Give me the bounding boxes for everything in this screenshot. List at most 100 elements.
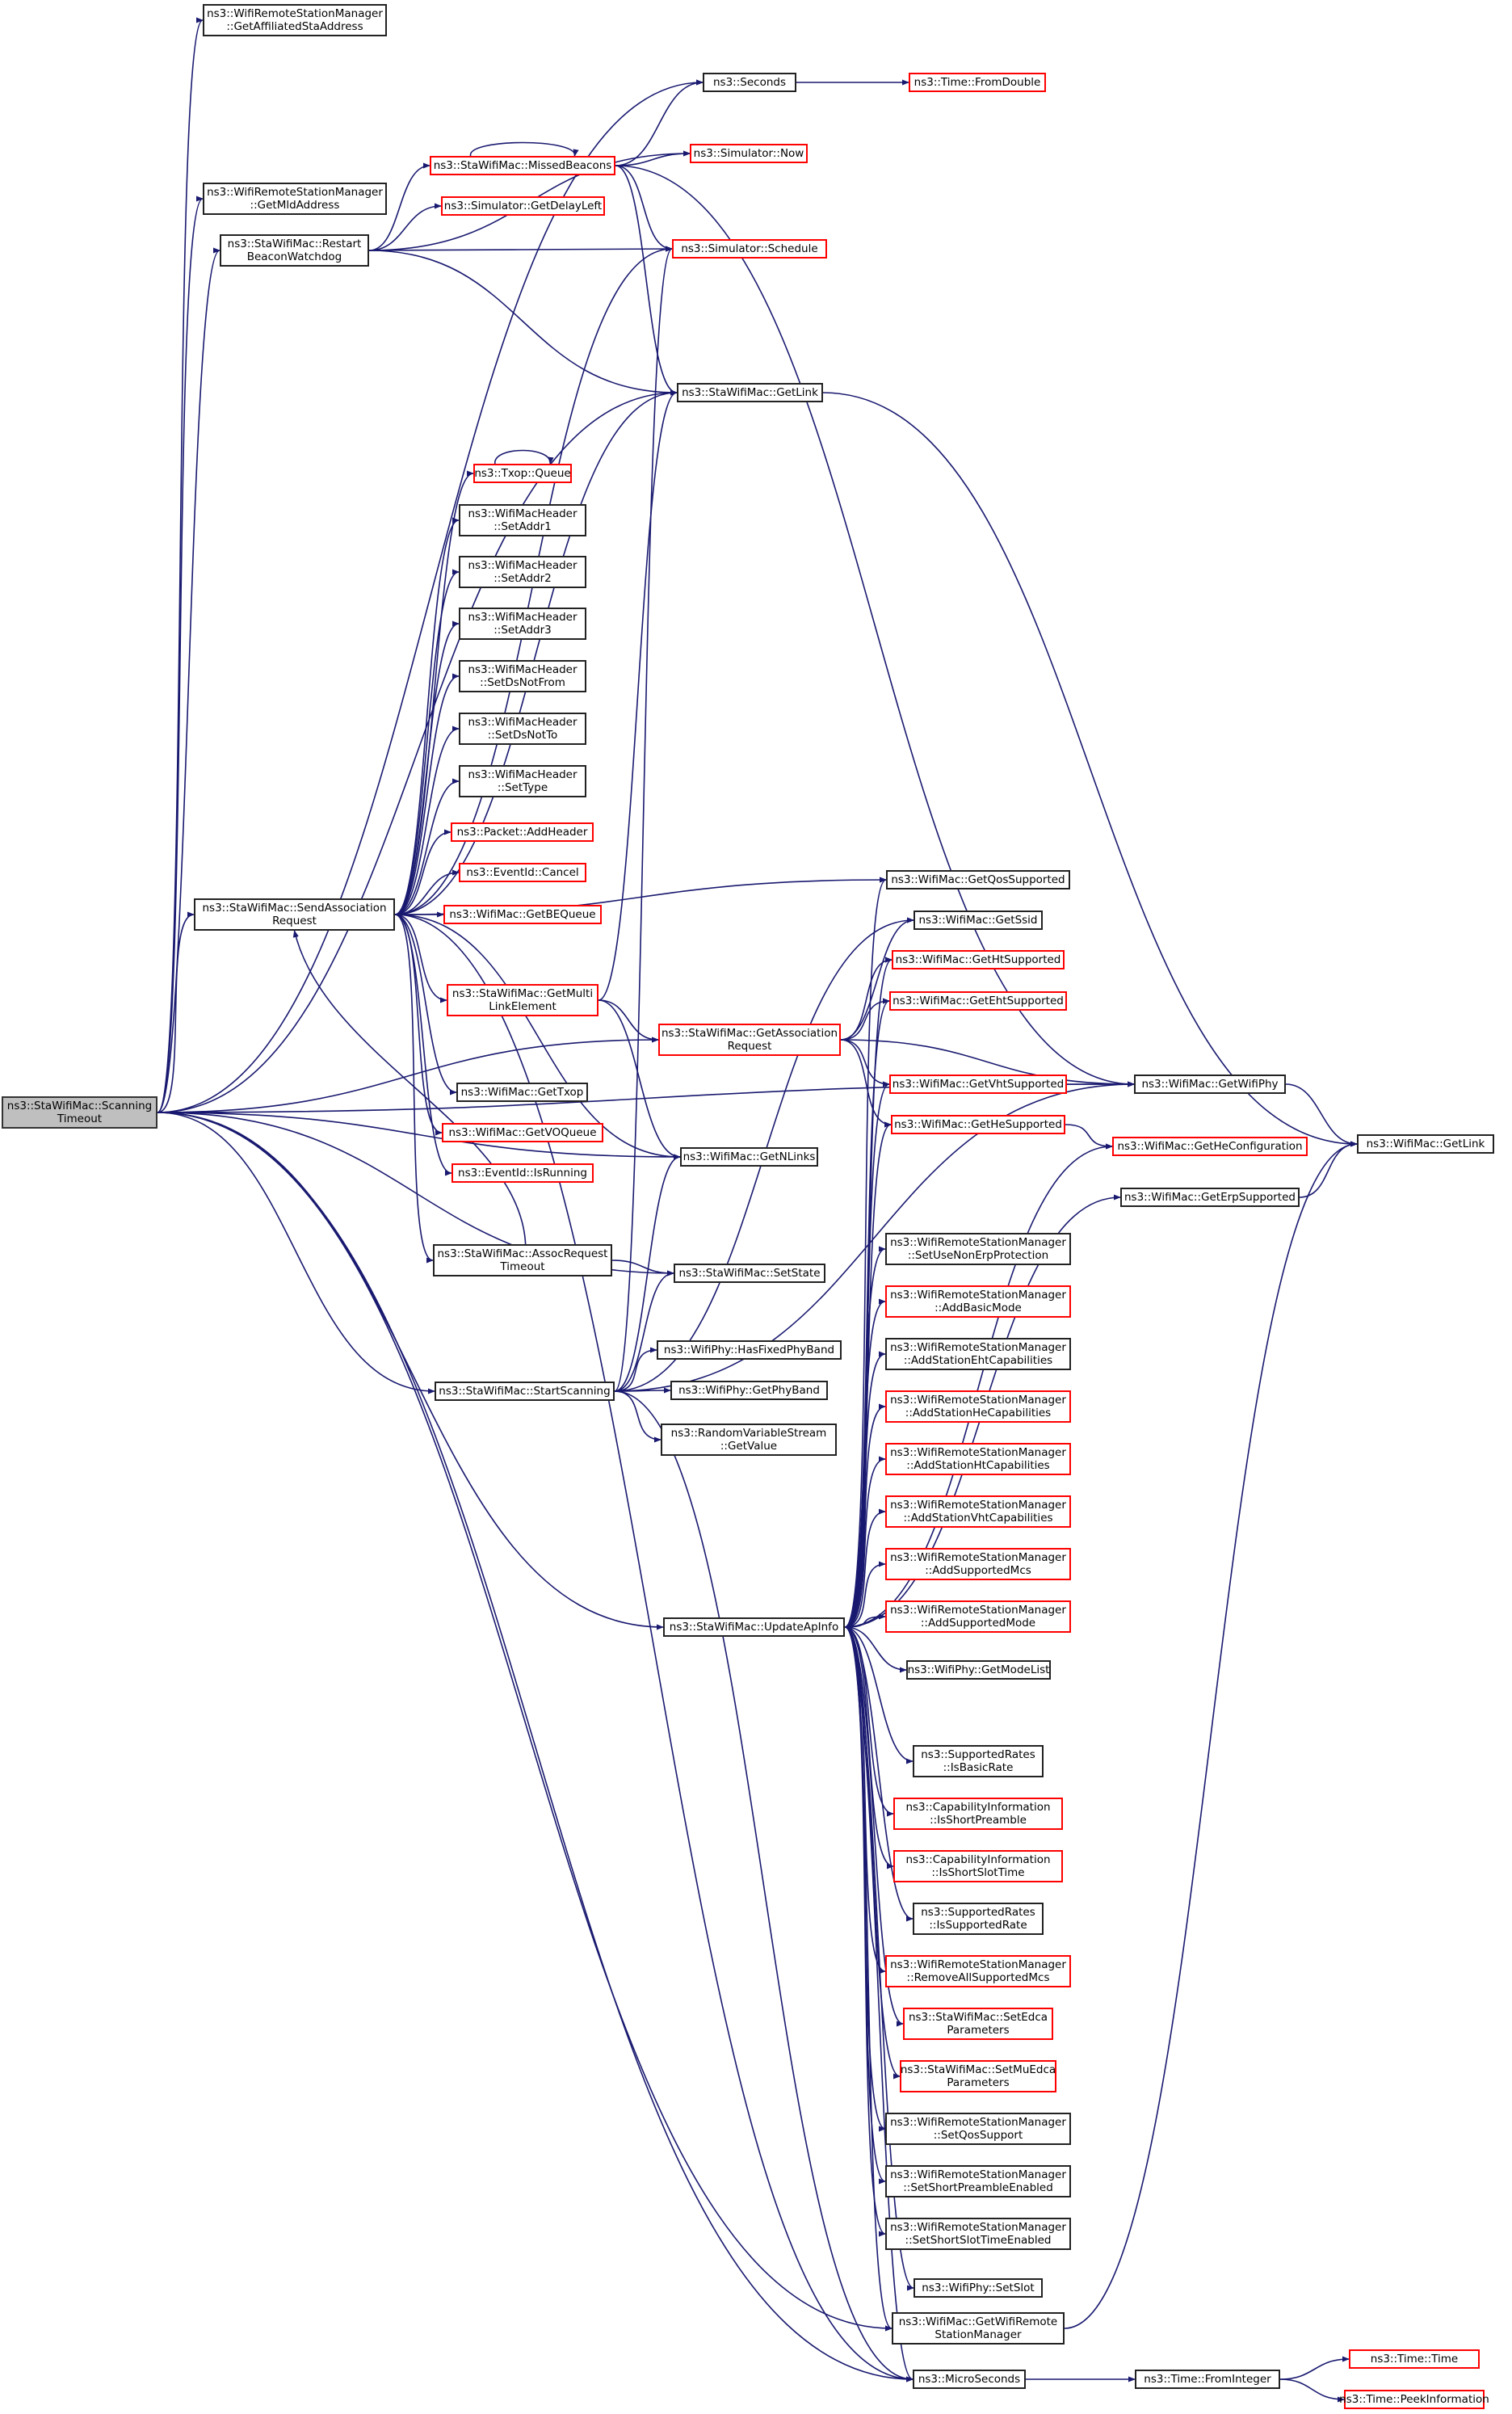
node-get-ht-supported[interactable]: ns3::WifiMac::GetHtSupported (892, 950, 1065, 969)
node-get-qos-supported[interactable]: ns3::WifiMac::GetQosSupported (886, 870, 1070, 889)
node-get-n-links[interactable]: ns3::WifiMac::GetNLinks (680, 1147, 818, 1167)
node-is-running[interactable]: ns3::EventId::IsRunning (452, 1163, 594, 1183)
edge-send-association-request-to-get-n-links (394, 914, 681, 1160)
edge-missed-beacons-to-sta-get-link (615, 165, 678, 396)
node-set-addr2[interactable]: ns3::WifiMacHeader::SetAddr2 (459, 556, 586, 588)
node-get-wifi-phy[interactable]: ns3::WifiMac::GetWifiPhy (1134, 1075, 1286, 1094)
node-label-line: ns3::WifiRemoteStationManager (890, 1236, 1066, 1249)
node-get-affiliated-sta-address[interactable]: ns3::WifiRemoteStationManager::GetAffili… (203, 4, 387, 36)
edge-send-association-request-to-event-cancel (394, 869, 460, 915)
node-label-line: ::SetDsNotTo (487, 729, 558, 742)
node-is-supported-rate[interactable]: ns3::SupportedRates::IsSupportedRate (913, 1903, 1044, 1935)
node-get-erp-supported[interactable]: ns3::WifiMac::GetErpSupported (1120, 1188, 1300, 1207)
node-add-station-vht-capabilities[interactable]: ns3::WifiRemoteStationManager::AddStatio… (885, 1495, 1071, 1528)
node-missed-beacons[interactable]: ns3::StaWifiMac::MissedBeacons (430, 156, 615, 175)
node-from-double[interactable]: ns3::Time::FromDouble (909, 73, 1046, 92)
node-label-line: ::SetShortPreambleEnabled (903, 2181, 1053, 2194)
node-label-line: ns3::WifiRemoteStationManager (890, 2116, 1066, 2129)
node-set-short-slot-time-enabled[interactable]: ns3::WifiRemoteStationManager::SetShortS… (885, 2218, 1071, 2250)
node-update-ap-info[interactable]: ns3::StaWifiMac::UpdateApInfo (663, 1617, 845, 1637)
node-set-short-preamble-enabled[interactable]: ns3::WifiRemoteStationManager::SetShortP… (885, 2165, 1071, 2197)
node-get-vo-queue[interactable]: ns3::WifiMac::GetVOQueue (442, 1123, 603, 1142)
node-get-phy-band[interactable]: ns3::WifiPhy::GetPhyBand (670, 1381, 828, 1400)
node-set-ds-not-to[interactable]: ns3::WifiMacHeader::SetDsNotTo (459, 713, 586, 745)
node-txop-queue[interactable]: ns3::Txop::Queue (473, 464, 572, 483)
node-has-fixed-phy-band[interactable]: ns3::WifiPhy::HasFixedPhyBand (657, 1340, 842, 1360)
node-micro-seconds[interactable]: ns3::MicroSeconds (913, 2370, 1026, 2389)
edge-scanning-timeout-to-get-affiliated-sta-address (157, 17, 204, 1113)
node-get-txop[interactable]: ns3::WifiMac::GetTxop (456, 1083, 588, 1102)
node-get-he-supported[interactable]: ns3::WifiMac::GetHeSupported (891, 1115, 1065, 1134)
node-get-mld-address[interactable]: ns3::WifiRemoteStationManager::GetMldAdd… (203, 183, 387, 215)
node-set-qos-support[interactable]: ns3::WifiRemoteStationManager::SetQosSup… (885, 2113, 1071, 2145)
node-sim-now[interactable]: ns3::Simulator::Now (690, 144, 808, 163)
node-set-addr1[interactable]: ns3::WifiMacHeader::SetAddr1 (459, 504, 586, 536)
node-set-use-non-erp-protection[interactable]: ns3::WifiRemoteStationManager::SetUseNon… (885, 1233, 1071, 1265)
node-sta-get-link[interactable]: ns3::StaWifiMac::GetLink (677, 383, 823, 402)
node-label-line: ns3::WifiRemoteStationManager (207, 7, 383, 20)
node-label-line: ns3::EventId::IsRunning (458, 1167, 587, 1180)
node-add-supported-mode[interactable]: ns3::WifiRemoteStationManager::AddSuppor… (885, 1600, 1071, 1633)
node-seconds[interactable]: ns3::Seconds (703, 73, 796, 92)
node-get-ssid[interactable]: ns3::WifiMac::GetSsid (914, 911, 1043, 930)
node-label-line: ns3::StaWifiMac::Scanning (6, 1100, 153, 1112)
node-label-line: ::SetAddr3 (494, 624, 552, 637)
node-label-line: ns3::Packet::AddHeader (456, 826, 588, 839)
node-label-line: ns3::WifiMacHeader (468, 663, 578, 676)
node-label-line: ns3::Time::FromInteger (1144, 2373, 1271, 2386)
node-add-basic-mode[interactable]: ns3::WifiRemoteStationManager::AddBasicM… (885, 1285, 1071, 1318)
node-label-line: ::SetDsNotFrom (480, 676, 565, 689)
node-time-time[interactable]: ns3::Time::Time (1349, 2349, 1480, 2369)
edge-update-ap-info-to-get-he-configuration (844, 1143, 1113, 1628)
node-add-station-eht-capabilities[interactable]: ns3::WifiRemoteStationManager::AddStatio… (885, 1338, 1071, 1370)
node-add-supported-mcs[interactable]: ns3::WifiRemoteStationManager::AddSuppor… (885, 1548, 1071, 1580)
edge-get-multi-link-element-to-get-n-links (598, 999, 681, 1160)
node-add-station-he-capabilities[interactable]: ns3::WifiRemoteStationManager::AddStatio… (885, 1390, 1071, 1423)
node-label-line: ns3::WifiRemoteStationManager (890, 1394, 1066, 1407)
node-add-station-ht-capabilities[interactable]: ns3::WifiRemoteStationManager::AddStatio… (885, 1443, 1071, 1475)
node-get-be-queue[interactable]: ns3::WifiMac::GetBEQueue (443, 905, 602, 924)
node-set-type[interactable]: ns3::WifiMacHeader::SetType (459, 765, 586, 797)
node-label-line: ns3::WifiMac::GetSsid (918, 914, 1038, 927)
node-start-scanning[interactable]: ns3::StaWifiMac::StartScanning (435, 1382, 615, 1401)
node-label-line: ns3::Simulator::Now (693, 147, 804, 160)
node-is-short-slot-time[interactable]: ns3::CapabilityInformation::IsShortSlotT… (893, 1850, 1063, 1882)
node-get-mode-list[interactable]: ns3::WifiPhy::GetModeList (906, 1660, 1051, 1680)
node-label-line: ::IsShortSlotTime (931, 1866, 1025, 1879)
node-event-cancel[interactable]: ns3::EventId::Cancel (459, 863, 586, 882)
node-get-eht-supported[interactable]: ns3::WifiMac::GetEhtSupported (889, 991, 1067, 1011)
edge-get-association-request-to-get-vht-supported (840, 1039, 890, 1087)
edge-send-association-request-to-add-header (394, 829, 452, 915)
node-label-line: ns3::WifiMac::GetQosSupported (891, 873, 1065, 886)
node-peek-information[interactable]: ns3::Time::PeekInformation (1339, 2390, 1489, 2409)
node-set-state[interactable]: ns3::StaWifiMac::SetState (674, 1264, 825, 1283)
edge-send-association-request-to-set-addr3 (394, 620, 460, 915)
node-from-integer[interactable]: ns3::Time::FromInteger (1135, 2370, 1280, 2389)
node-set-ds-not-from[interactable]: ns3::WifiMacHeader::SetDsNotFrom (459, 660, 586, 692)
node-get-delay-left[interactable]: ns3::Simulator::GetDelayLeft (441, 196, 605, 216)
node-get-he-configuration[interactable]: ns3::WifiMac::GetHeConfiguration (1112, 1137, 1308, 1156)
node-label-line: ns3::StaWifiMac::GetAssociation (661, 1027, 838, 1040)
node-label-line: ::SetUseNonErpProtection (907, 1249, 1049, 1262)
node-get-vht-supported[interactable]: ns3::WifiMac::GetVhtSupported (889, 1075, 1067, 1094)
node-wifi-mac-get-link[interactable]: ns3::WifiMac::GetLink (1357, 1134, 1494, 1154)
node-is-basic-rate[interactable]: ns3::SupportedRates::IsBasicRate (913, 1745, 1044, 1777)
node-remove-all-supported-mcs[interactable]: ns3::WifiRemoteStationManager::RemoveAll… (885, 1955, 1071, 1987)
edge-update-ap-info-to-is-supported-rate (844, 1626, 914, 1922)
node-sim-schedule[interactable]: ns3::Simulator::Schedule (672, 239, 827, 259)
edge-scanning-timeout-to-sta-get-link (157, 389, 678, 1113)
node-set-slot[interactable]: ns3::WifiPhy::SetSlot (914, 2278, 1043, 2298)
node-set-addr3[interactable]: ns3::WifiMacHeader::SetAddr3 (459, 608, 586, 640)
node-is-short-preamble[interactable]: ns3::CapabilityInformation::IsShortPream… (893, 1798, 1063, 1830)
node-add-header[interactable]: ns3::Packet::AddHeader (451, 822, 594, 842)
node-rvs-get-value[interactable]: ns3::RandomVariableStream::GetValue (661, 1424, 837, 1456)
